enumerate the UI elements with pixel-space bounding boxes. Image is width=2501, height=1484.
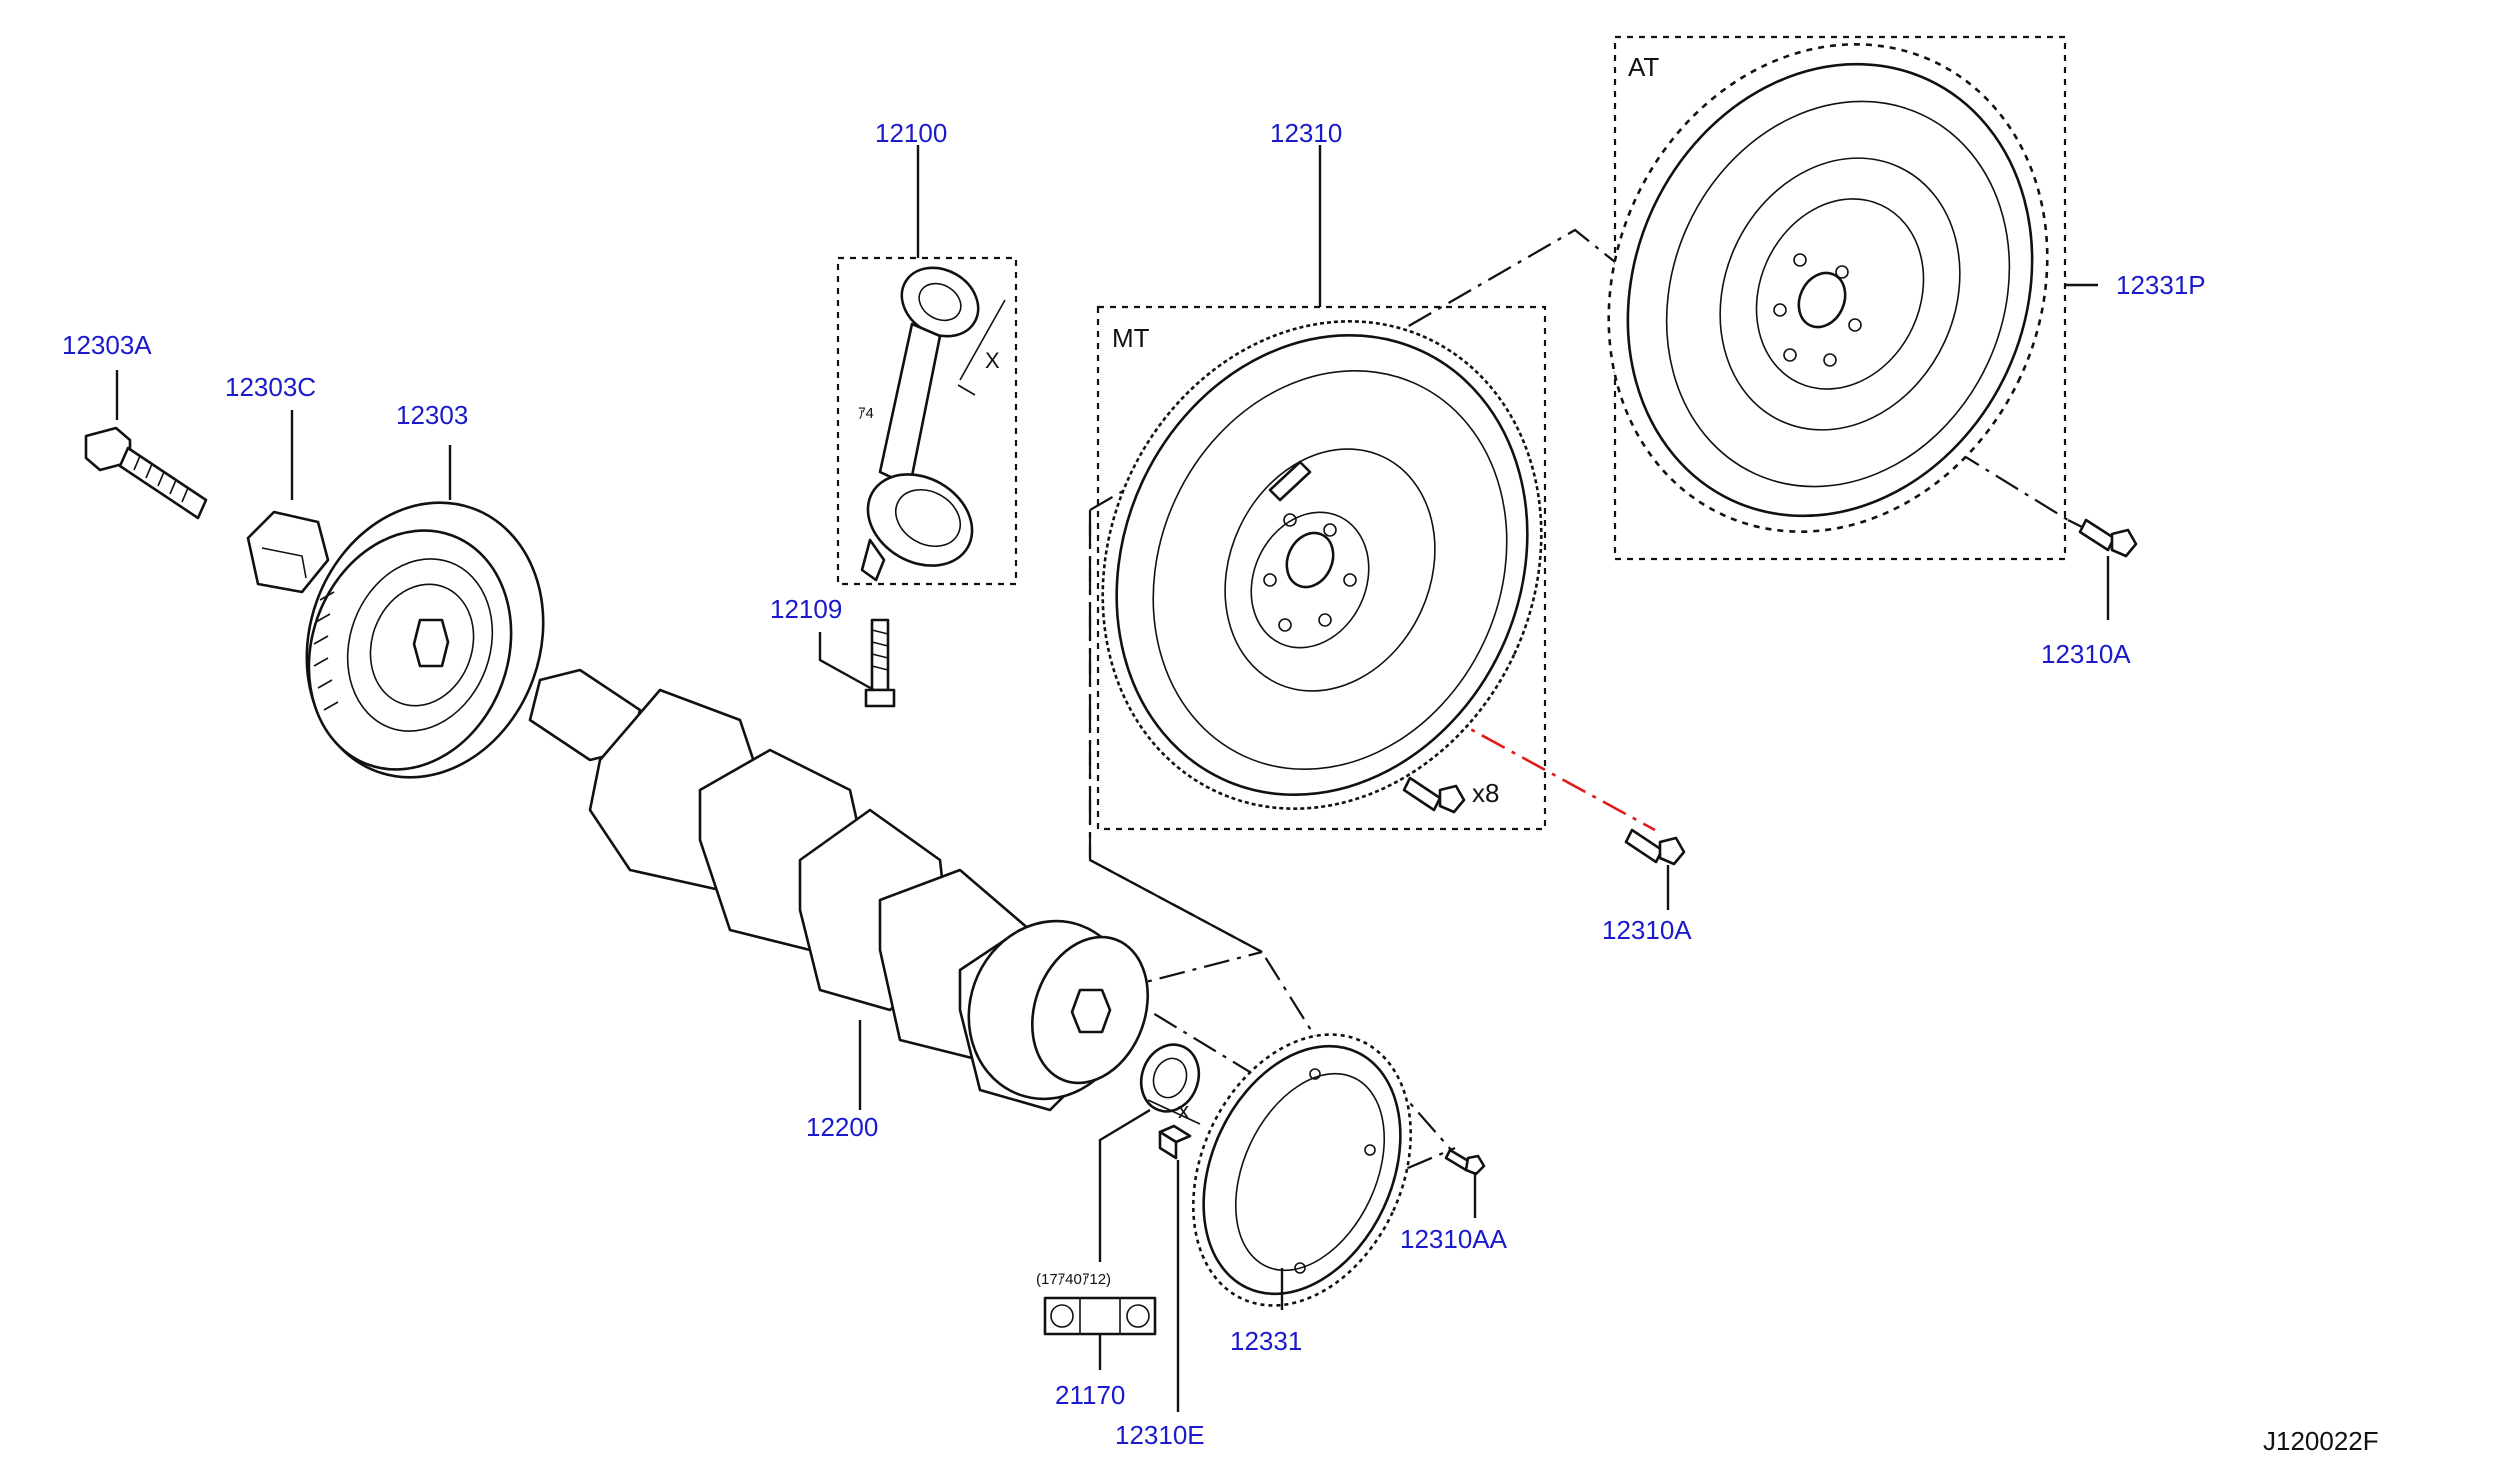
flywheel-bolt-x8: x8: [1402, 776, 1499, 814]
at-drive-plate: [1607, 43, 2049, 533]
connecting-rod-box: [836, 256, 1018, 586]
bolt-qty-text: x8: [1472, 778, 1499, 808]
part-label-12310A-mid: 12310A: [1602, 915, 1692, 945]
mt-flywheel: [1101, 320, 1543, 810]
part-label-12200: 12200: [806, 1112, 878, 1142]
at-box-label: AT: [1628, 52, 1659, 82]
connecting-rod-bolt: [864, 618, 896, 708]
part-label-12303: 12303: [396, 400, 468, 430]
part-label-12331: 12331: [1230, 1326, 1302, 1356]
crank-pulley: [305, 501, 545, 779]
part-label-12303A: 12303A: [62, 330, 152, 360]
rod-note-text: ｱ4: [858, 405, 874, 422]
part-label-12303C: 12303C: [225, 372, 316, 402]
part-label-12100: 12100: [875, 118, 947, 148]
pilot-bearing-detail: (17ｱ40ｱ12): [1036, 1271, 1157, 1336]
pulley-key-collar: [246, 510, 330, 594]
diagram-id: J120022F: [2263, 1426, 2379, 1456]
part-label-12310E: 12310E: [1115, 1420, 1205, 1450]
part-label-12331P: 12331P: [2116, 270, 2206, 300]
part-label-12310A-top: 12310A: [2041, 639, 2131, 669]
crankshaft-key: x: [1147, 1098, 1201, 1160]
part-label-12109: 12109: [770, 594, 842, 624]
rod-x-mark: X: [985, 348, 1000, 373]
bearing-size-note: (17ｱ40ｱ12): [1036, 1271, 1111, 1288]
connecting-rod: ｱ4 X: [858, 266, 1006, 582]
mt-box: [1096, 305, 1547, 831]
part-label-21170: 21170: [1055, 1380, 1125, 1410]
part-label-12310AA: 12310AA: [1400, 1224, 1508, 1254]
drive-plate-bolt-top: [2078, 518, 2138, 558]
mt-box-label: MT: [1112, 323, 1150, 353]
key-x-mark: x: [1178, 1098, 1189, 1123]
signal-plate: [1192, 1033, 1412, 1307]
flywheel-bolt-mid: [1624, 828, 1686, 866]
signal-plate-bolt: [1444, 1148, 1486, 1176]
crank-pulley-bolt: [84, 426, 208, 520]
crankshaft: [528, 668, 1201, 1113]
part-labels: 12303A 12303C 12303 12100 12109 12310 12…: [62, 118, 2206, 1450]
part-label-12310: 12310: [1270, 118, 1342, 148]
leader-lines: [115, 145, 2110, 1412]
